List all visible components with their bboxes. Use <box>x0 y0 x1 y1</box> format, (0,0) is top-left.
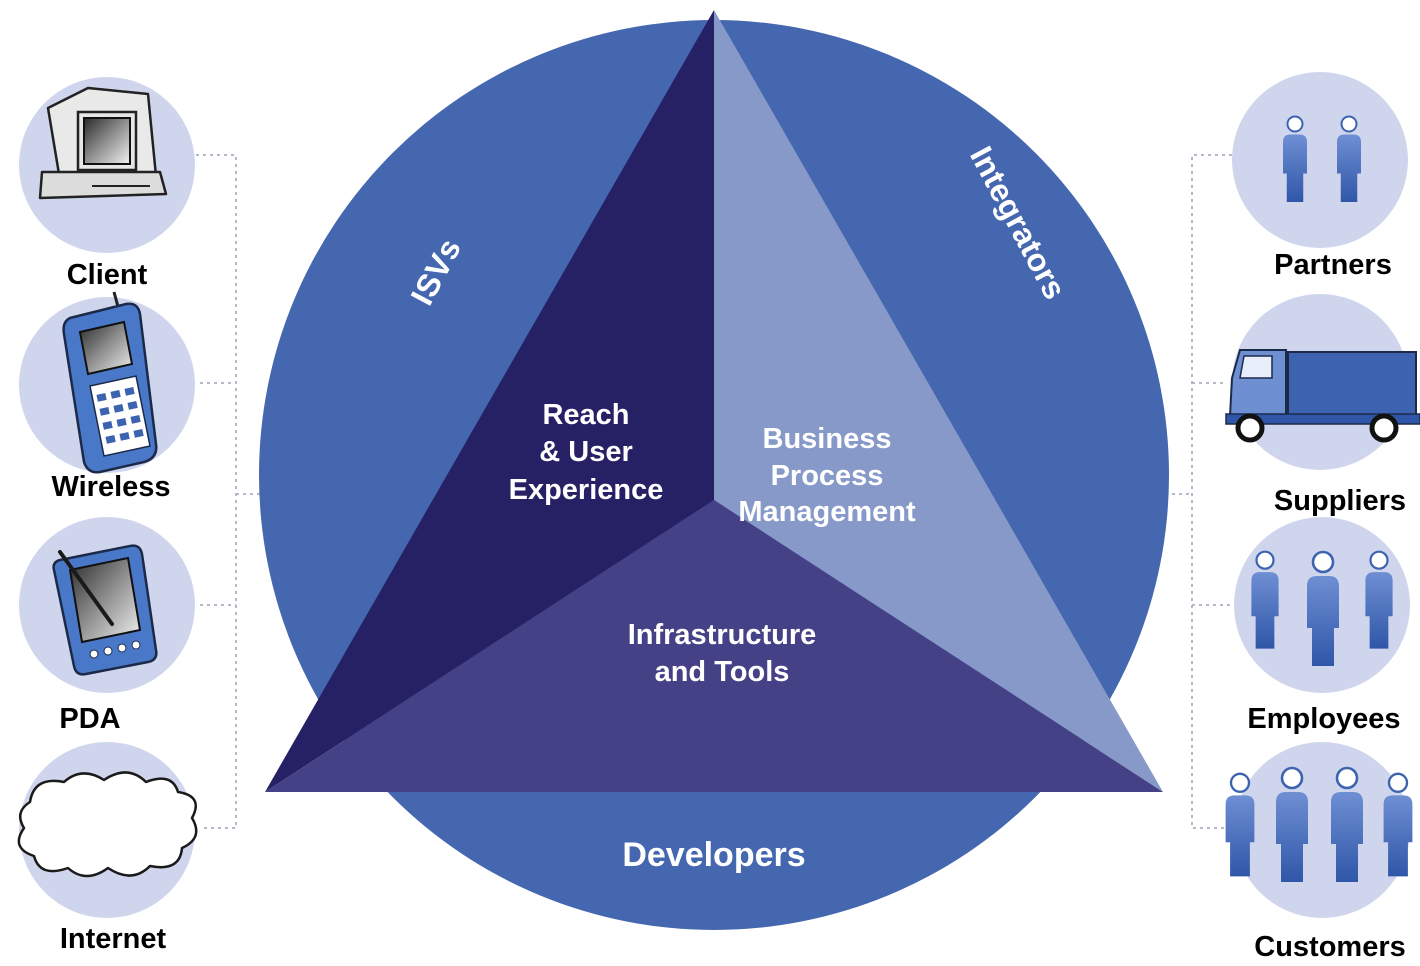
business-line-3: Management <box>738 496 916 528</box>
internet-label: Internet <box>60 923 167 955</box>
internet-node: Internet <box>17 742 198 955</box>
desktop-computer-icon <box>38 86 168 200</box>
client-label: Client <box>67 259 148 291</box>
truck-icon <box>1225 349 1420 443</box>
left-connectors <box>196 154 262 829</box>
business-line-1: Business <box>763 423 892 455</box>
mobile-phone-icon <box>62 291 158 474</box>
suppliers-label: Suppliers <box>1274 485 1406 517</box>
reach-line-2: & User <box>539 436 633 468</box>
wireless-node: Wireless <box>19 291 195 503</box>
infrastructure-segment <box>265 500 1163 792</box>
pda-icon <box>52 544 158 676</box>
employees-label: Employees <box>1247 703 1400 735</box>
employees-node: Employees <box>1234 517 1410 735</box>
infrastructure-text: Infrastructure and Tools <box>628 619 817 688</box>
partners-badge <box>1232 72 1408 248</box>
wireless-label: Wireless <box>51 471 170 503</box>
customers-label: Customers <box>1254 931 1406 963</box>
infrastructure-line-2: and Tools <box>655 656 790 688</box>
customers-node: Customers <box>1224 742 1414 963</box>
cloud-icon <box>17 771 198 878</box>
developers-label: Developers <box>622 836 805 874</box>
business-line-2: Process <box>771 460 884 492</box>
client-node: Client <box>19 77 195 291</box>
infrastructure-line-1: Infrastructure <box>628 619 817 651</box>
pda-label: PDA <box>59 703 120 735</box>
right-connectors <box>1165 154 1232 829</box>
partners-node: Partners <box>1232 72 1408 281</box>
customers-badge <box>1234 742 1410 918</box>
business-text: Business Process Management <box>738 423 916 528</box>
partners-label: Partners <box>1274 249 1392 281</box>
reach-line-3: Experience <box>509 474 664 506</box>
core-graphic <box>259 10 1169 930</box>
suppliers-node: Suppliers <box>1225 294 1420 517</box>
reach-text: Reach & User Experience <box>509 399 664 506</box>
reach-segment <box>265 10 714 792</box>
pda-node: PDA <box>19 517 195 735</box>
reach-line-1: Reach <box>542 399 629 431</box>
business-segment <box>714 10 1163 792</box>
